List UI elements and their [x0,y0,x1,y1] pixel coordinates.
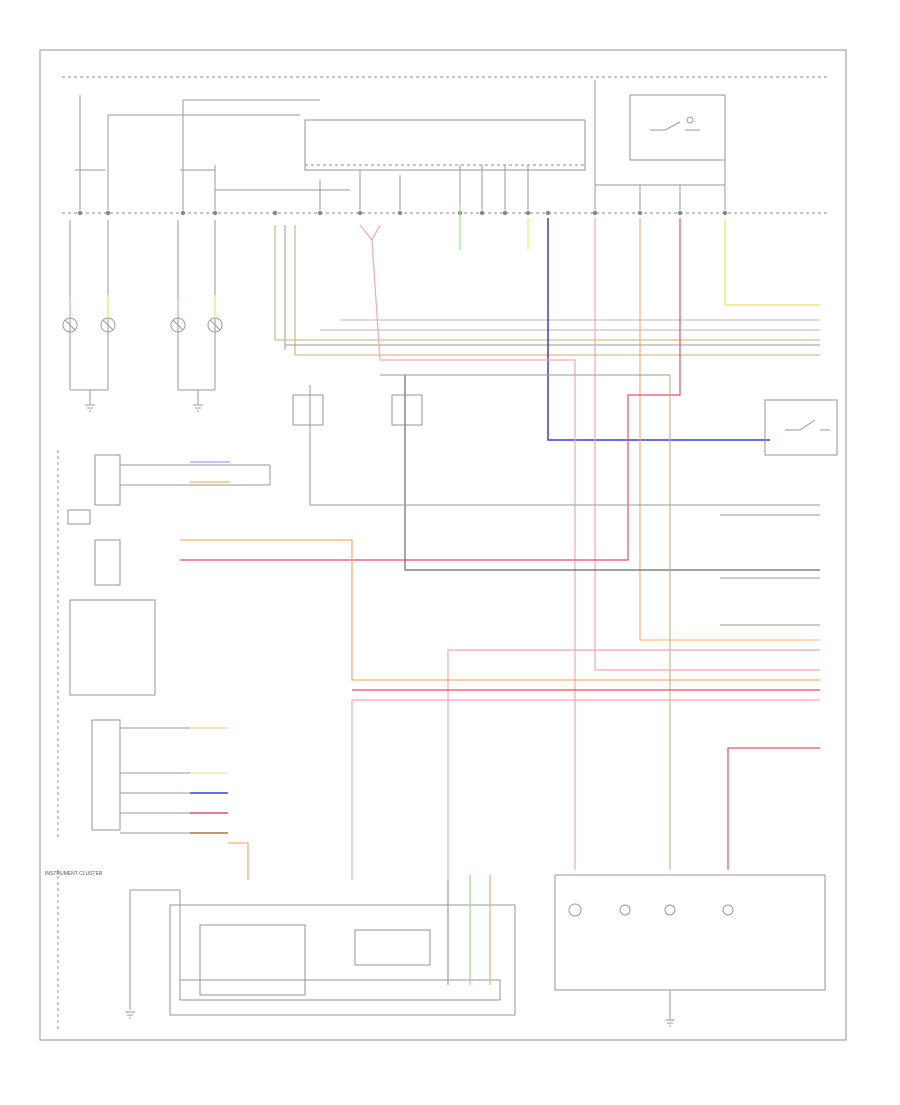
wire-red-upper [180,218,681,561]
diagram-frame [39,49,847,1041]
wire-pink-650 [447,649,820,880]
bottom-switch-box [199,924,306,996]
switch-contact [785,419,830,431]
wire-blue [547,218,770,441]
bottom-relay-box [354,929,431,966]
top-feed-wires [75,80,726,210]
wire-yellow-right [724,218,820,306]
wire-red-bottom-right [727,747,820,870]
driver-lamp-module [292,394,324,426]
bottom-bulbs [568,903,734,917]
relay-coil-icon [686,116,694,124]
bottom-wires [129,874,671,1020]
right-connector-stubs [720,514,820,626]
bottom-module-outer [169,904,516,1016]
wire-dark-lower [404,385,820,571]
stub-orange-down [228,842,249,880]
cluster-stubs [120,727,190,834]
ground-symbols [85,404,675,1027]
wire-gray-mid [309,385,820,506]
wire-pink-right [594,218,820,671]
right-relay-box [629,94,726,161]
cluster-components [67,454,271,831]
connector-pins [77,210,728,216]
passenger-lamp-module [391,394,423,426]
right-switch-box [764,399,838,456]
bottom-right-lamp-box [554,874,826,991]
left-lamp-wires [69,220,216,405]
relay-contact [650,121,700,131]
lamp-bulbs [62,317,223,333]
wire-pink-long [359,224,576,870]
wire-orange-long [180,539,820,681]
upper-relay-box [304,119,586,171]
instrument-cluster-label: INSTRUMENT CLUSTER [45,871,103,877]
bottom-module-inner [179,979,501,1001]
